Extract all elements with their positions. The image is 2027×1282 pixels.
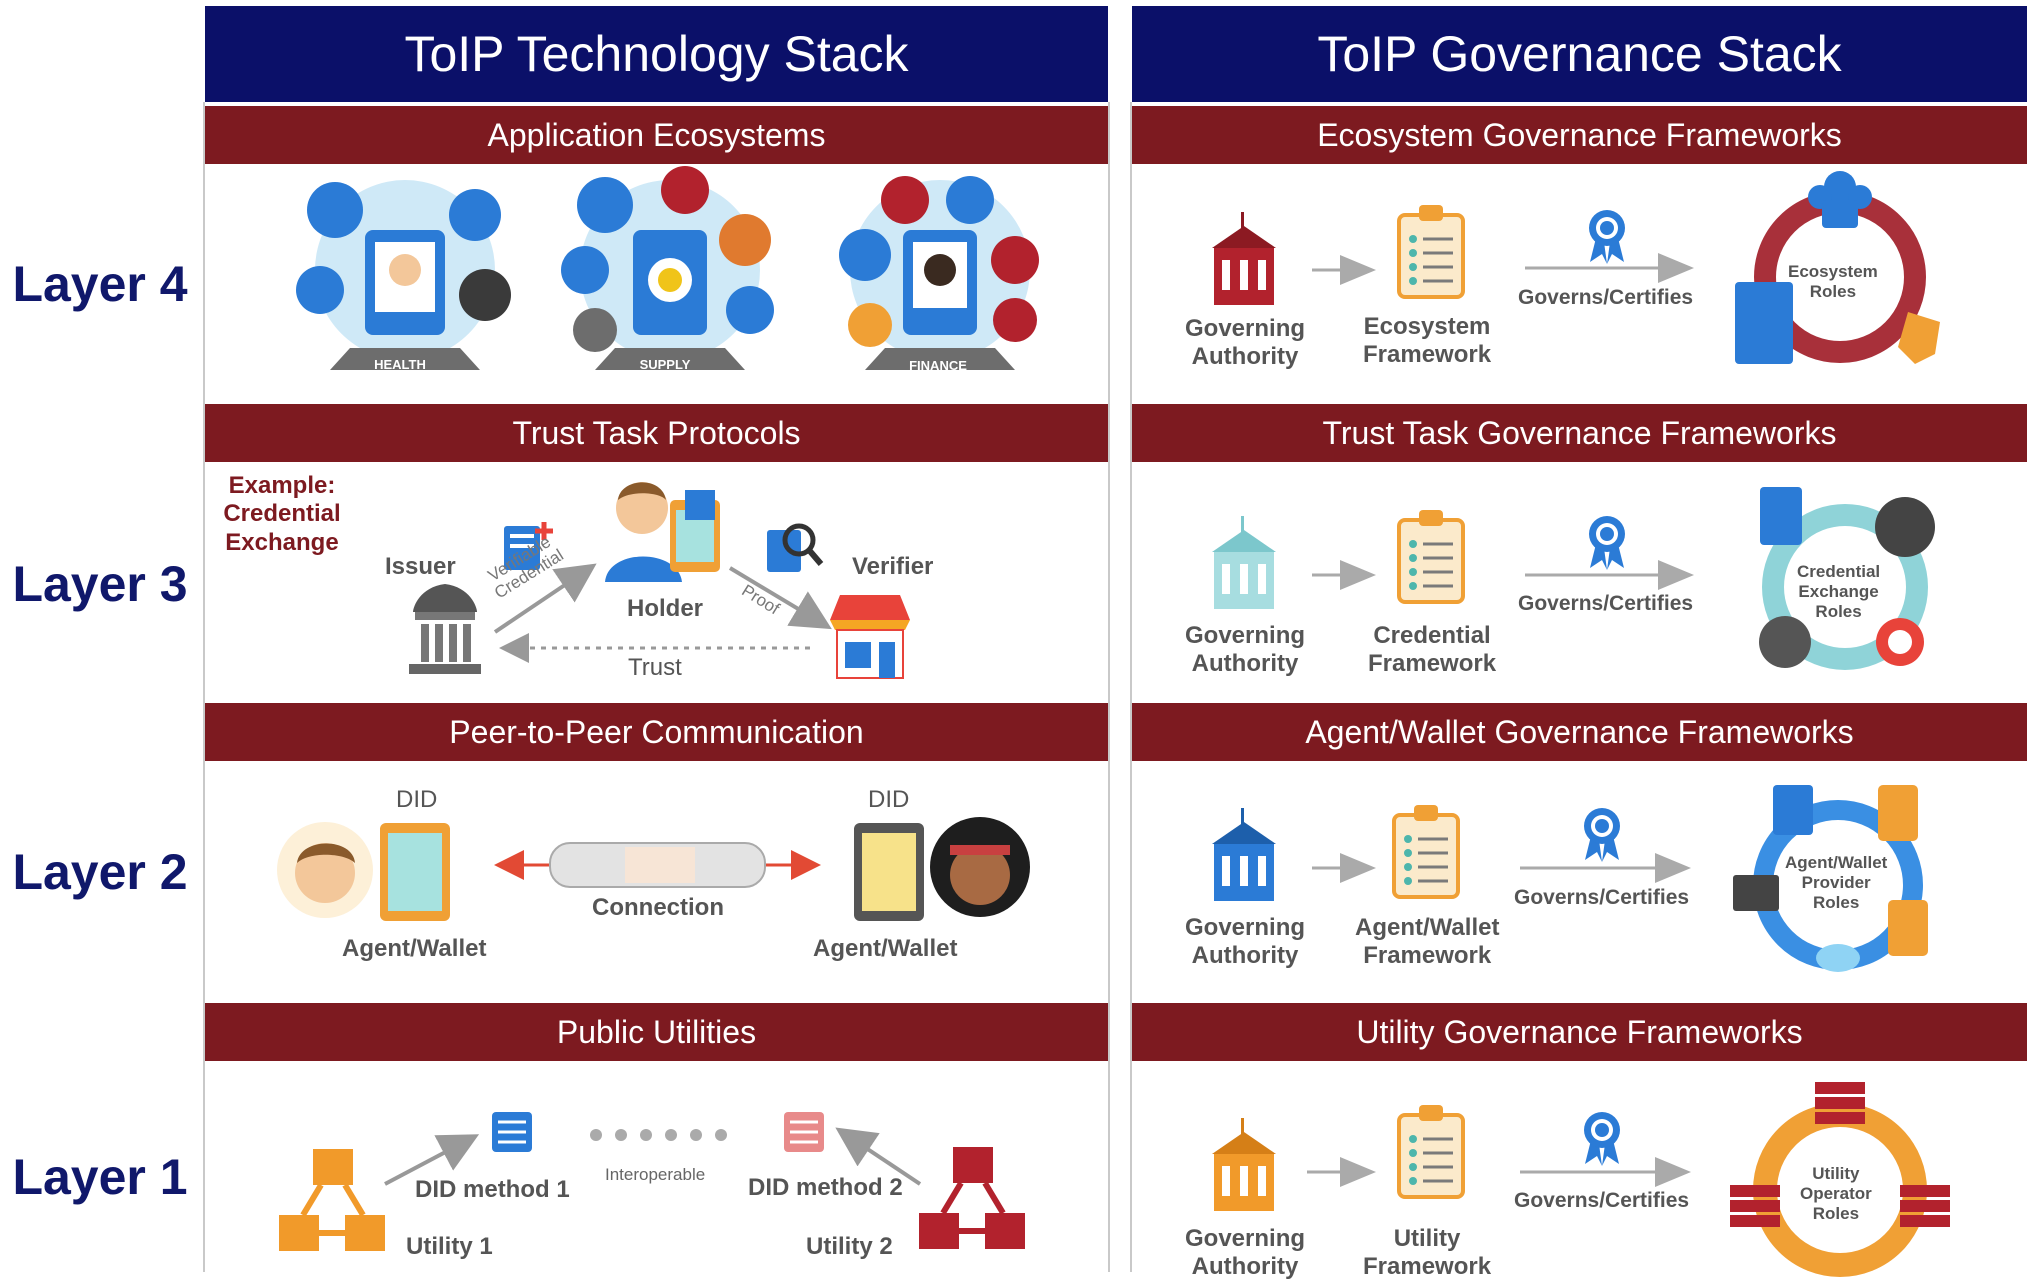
interoperable-dots	[590, 1129, 727, 1141]
layer-1-label: Layer 1	[12, 1149, 188, 1205]
gov-layer3-band: Trust Task Governance Frameworks	[1132, 404, 2027, 462]
gov-layer1-band: Utility Governance Frameworks	[1132, 1003, 2027, 1061]
gov1-framework-label: Utility Framework	[1363, 1225, 1492, 1281]
did-left-label: DID	[396, 786, 438, 813]
holder-person-icon	[605, 482, 720, 582]
layer-4-label: Layer 4	[12, 256, 188, 312]
utility1-label: Utility 1	[406, 1233, 493, 1260]
supply-globe-icon	[561, 166, 774, 370]
gov1-badge-ribbon-icon	[1584, 1112, 1620, 1166]
gov2-authority-label: Governing Authority	[1185, 914, 1306, 970]
agent-wallet-left-label: Agent/Wallet	[342, 935, 487, 962]
gov3-roles-ring-icon	[1759, 487, 1935, 670]
tech-layer4-band: Application Ecosystems	[205, 106, 1108, 164]
utility2-label: Utility 2	[806, 1233, 893, 1260]
gov4-badge-ribbon-icon	[1589, 210, 1625, 264]
gov4-arrows	[1312, 253, 1694, 285]
gov1-framework-clipboard-icon	[1397, 1105, 1465, 1199]
credential-exchange-example-label: Example: Credential Exchange	[223, 472, 341, 556]
connection-pipe-icon	[494, 842, 821, 888]
gov4-authority-label: Governing Authority	[1185, 315, 1306, 371]
gov4-governs-label: Governs/Certifies	[1518, 286, 1694, 309]
gov2-framework-clipboard-icon	[1392, 805, 1460, 899]
gov2-roles-label: Agent/Wallet Provider Roles	[1785, 853, 1888, 913]
gov4-roles-ring-icon	[1735, 171, 1940, 364]
left-agent-person-icon	[277, 822, 450, 921]
gov4-roles-label: Ecosystem Roles	[1788, 262, 1878, 302]
did-method-arrows	[384, 1127, 922, 1186]
layer-3-label: Layer 3	[12, 556, 188, 612]
did-method1-server-icon	[492, 1112, 532, 1152]
gov1-authority-building-icon	[1212, 1118, 1276, 1211]
gov3-framework-clipboard-icon	[1397, 510, 1465, 604]
right-agent-person-icon	[854, 817, 1030, 921]
gov3-framework-label: Credential Framework	[1368, 622, 1497, 678]
globe-label-finance: FINANCE	[909, 358, 967, 373]
tech-layer3-band: Trust Task Protocols	[205, 404, 1108, 462]
gov3-arrows	[1312, 560, 1694, 590]
gov3-authority-label: Governing Authority	[1185, 622, 1306, 678]
globe-label-supply: SUPPLY	[639, 357, 691, 372]
gov4-framework-label: Ecosystem Framework	[1363, 313, 1492, 369]
utility1-cube-network-icon	[279, 1149, 385, 1251]
technology-stack-title: ToIP Technology Stack	[205, 6, 1108, 102]
gov4-framework-clipboard-icon	[1397, 205, 1465, 299]
gov3-authority-building-icon	[1212, 516, 1276, 609]
gov2-arrows	[1312, 853, 1691, 883]
did-method2-server-icon	[784, 1112, 824, 1152]
did-method2-label: DID method 2	[748, 1174, 903, 1201]
agent-wallet-right-label: Agent/Wallet	[813, 935, 958, 962]
interoperable-label: Interoperable	[605, 1165, 706, 1184]
gov1-arrows	[1307, 1157, 1691, 1187]
issue-credential-icon	[504, 522, 553, 570]
gov-layer4-band: Ecosystem Governance Frameworks	[1132, 106, 2027, 164]
gov2-framework-label: Agent/Wallet Framework	[1355, 914, 1500, 970]
credential-exchange-arrows	[493, 563, 832, 663]
did-right-label: DID	[868, 786, 910, 813]
gov1-roles-ring-icon	[1730, 1082, 1950, 1277]
gov1-governs-label: Governs/Certifies	[1514, 1189, 1690, 1212]
tech-layer2-band: Peer-to-Peer Communication	[205, 703, 1108, 761]
gov1-authority-label: Governing Authority	[1185, 1225, 1306, 1281]
did-method1-label: DID method 1	[415, 1176, 570, 1203]
gov2-badge-ribbon-icon	[1584, 808, 1620, 862]
gov2-authority-building-icon	[1212, 808, 1276, 901]
issuer-bank-icon	[409, 584, 481, 674]
gov2-governs-label: Governs/Certifies	[1514, 886, 1690, 909]
gov4-authority-building-icon	[1212, 212, 1276, 305]
tech-layer1-band: Public Utilities	[205, 1003, 1108, 1061]
globe-label-health: HEALTH	[374, 357, 426, 372]
verifier-label: Verifier	[852, 553, 934, 580]
layer-2-label: Layer 2	[12, 844, 188, 900]
gov2-roles-ring-icon	[1733, 785, 1928, 972]
health-globe-icon	[296, 180, 511, 370]
connection-label: Connection	[592, 894, 724, 921]
issuer-label: Issuer	[385, 553, 456, 580]
trust-label: Trust	[628, 654, 682, 681]
holder-label: Holder	[627, 595, 704, 622]
gov3-governs-label: Governs/Certifies	[1518, 592, 1694, 615]
gov3-badge-ribbon-icon	[1589, 516, 1625, 570]
gov3-roles-label: Credential Exchange Roles	[1797, 562, 1881, 622]
finance-globe-icon	[839, 176, 1039, 370]
governance-stack-title: ToIP Governance Stack	[1132, 6, 2027, 102]
proof-search-icon	[767, 523, 824, 572]
utility2-cube-network-icon	[919, 1147, 1025, 1249]
verifier-store-icon	[830, 595, 910, 679]
gov-layer2-band: Agent/Wallet Governance Frameworks	[1132, 703, 2027, 761]
gov1-roles-label: Utility Operator Roles	[1800, 1164, 1872, 1224]
